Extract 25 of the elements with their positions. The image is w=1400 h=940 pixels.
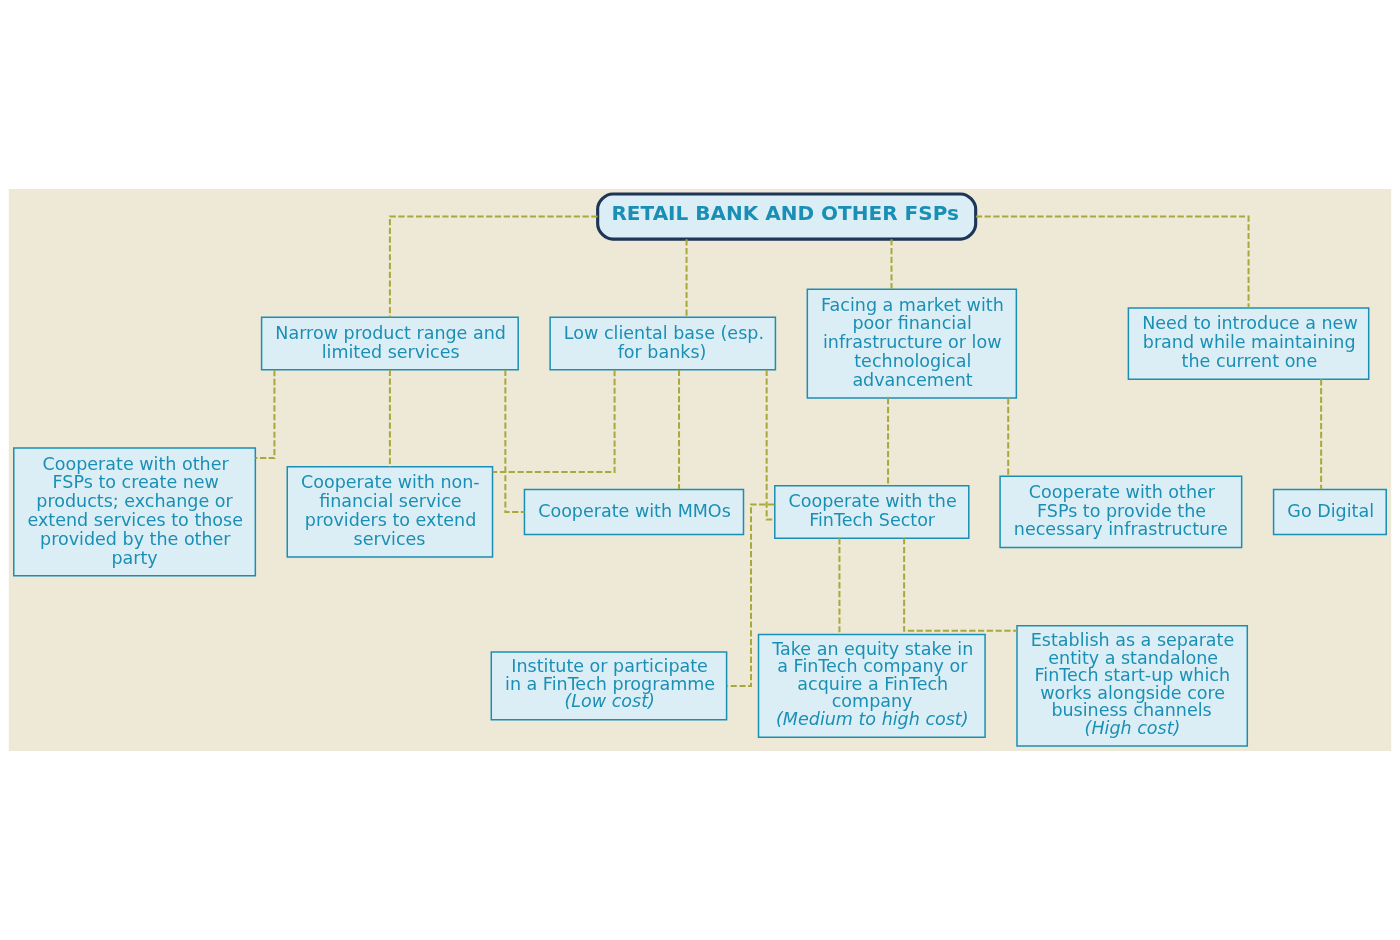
connector bbox=[685, 238, 688, 319]
connector bbox=[388, 368, 391, 468]
node-box: RETAIL BANK AND OTHER FSPs bbox=[596, 192, 978, 241]
node-box: Facing a market with poor financial infrastructure or low technological advancement bbox=[806, 288, 1018, 399]
node-box: Institute or participate in a FinTech programme (Low cost) bbox=[490, 651, 728, 721]
connector bbox=[388, 215, 599, 319]
connector bbox=[1007, 397, 1010, 478]
connector bbox=[725, 503, 776, 687]
connector bbox=[974, 215, 1250, 309]
node-box: Establish as a separate entity a standalone FinTech start-up which works alongside core business channels (High cost) bbox=[1016, 625, 1249, 747]
node-box: Go Digital bbox=[1272, 488, 1387, 536]
node-box: Cooperate with other FSPs to create new products; exchange or extend services to those provided by the other party bbox=[13, 447, 257, 577]
connector bbox=[890, 238, 893, 290]
node-box: Cooperate with non-financial service providers to extend services bbox=[286, 466, 494, 558]
node-box: Cooperate with the FinTech Sector bbox=[774, 484, 970, 539]
node-box: Cooperate with other FSPs to provide the necessary infrastructure bbox=[999, 475, 1243, 549]
connector bbox=[1320, 378, 1323, 491]
connector bbox=[678, 368, 681, 491]
connector bbox=[491, 369, 616, 473]
node-box: Low cliental base (esp. for banks) bbox=[549, 316, 777, 371]
node-box: Take an equity stake in a FinTech company or acquire a FinTech company (Medium to high cost) bbox=[757, 633, 986, 738]
node-box: Cooperate with MMOs bbox=[523, 488, 745, 536]
connector bbox=[903, 537, 1018, 632]
node-box: Need to introduce a new brand while maintaining the current one bbox=[1127, 307, 1370, 380]
node-box: Narrow product range and limited services bbox=[260, 316, 519, 371]
